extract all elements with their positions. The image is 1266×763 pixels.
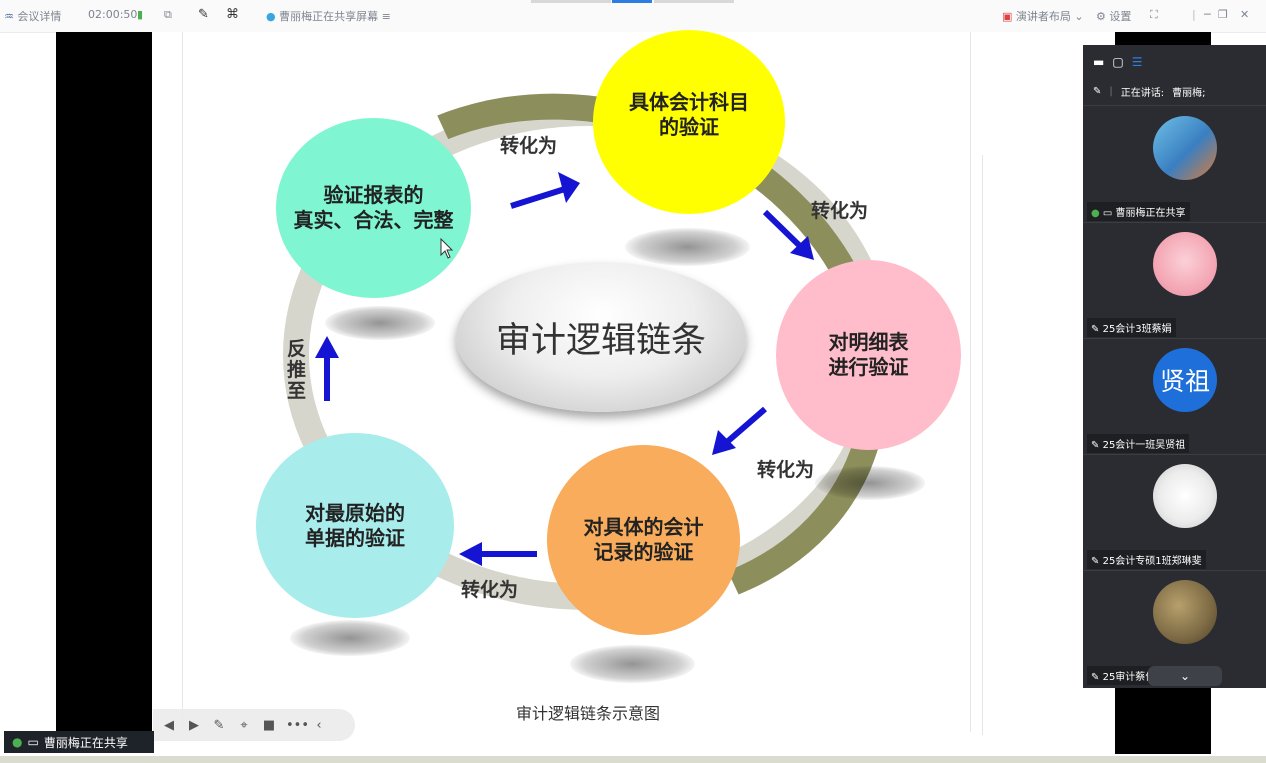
slide-right-edge-2	[982, 155, 983, 735]
participant-name: ✎ 25会计3班蔡娟	[1087, 318, 1176, 337]
app-logo-icon: ♒	[4, 10, 14, 23]
divider: |	[1192, 8, 1196, 21]
arrow-bottom-head	[459, 542, 482, 566]
fullscreen-icon[interactable]: ⛶	[1150, 8, 1158, 21]
arrow-top-line	[510, 185, 569, 209]
chevron-down-icon: ⌄	[1074, 10, 1084, 23]
next-icon[interactable]: ▶	[189, 717, 199, 733]
center-title: 审计逻辑链条	[495, 320, 706, 361]
more-icon[interactable]: •••	[286, 717, 310, 733]
expand-list-button[interactable]: ⌄	[1148, 666, 1222, 686]
panel-list-icon[interactable]: ☰	[1131, 54, 1143, 69]
participant-name: ✎ 25会计专硕1班郑琳斐	[1087, 550, 1206, 569]
meeting-details-button[interactable]: ♒ 会议详情	[4, 10, 62, 23]
settings-button[interactable]: ⚙ 设置	[1096, 10, 1132, 23]
annotation-off-icon[interactable]: ✎	[198, 7, 209, 22]
shadow-bottom-right	[570, 645, 695, 683]
label-left: 反推至	[287, 338, 307, 402]
speaking-indicator: ✎ | 正在讲话: 曹丽梅;	[1083, 78, 1266, 106]
shadow-right	[815, 466, 925, 500]
shadow-bottom-left	[290, 620, 410, 656]
arrow-right-bottom-head	[712, 430, 736, 455]
label-right-top: 转化为	[811, 200, 869, 222]
label-top: 转化为	[500, 135, 558, 157]
participant-tile[interactable]: 贤祖 ✎ 25会计一班吴贤祖	[1083, 339, 1266, 455]
circle-account-verification: 具体会计科目的验证	[593, 30, 785, 214]
avatar	[1153, 580, 1217, 644]
meeting-timer: 02:00:50	[88, 8, 138, 21]
shadow-top-right	[625, 228, 750, 266]
circle-record-verification: 对具体的会计记录的验证	[547, 445, 740, 635]
tab-hint-active	[612, 0, 652, 3]
participant-tile[interactable]: ✎ 25会计专硕1班郑琳斐	[1083, 455, 1266, 571]
minimize-icon[interactable]: ─	[1204, 8, 1211, 21]
restore-icon[interactable]: ❐	[1218, 8, 1228, 21]
share-globe-icon: ●	[266, 10, 276, 23]
slide-left-edge	[182, 32, 183, 732]
menu-icon: ≡	[381, 10, 391, 23]
mic-icon: ●	[12, 735, 23, 749]
close-icon[interactable]: ✕	[1240, 8, 1250, 21]
chevron-down-icon: ⌄	[1179, 669, 1191, 683]
participant-panel: ▬ ▢ ☰ ✎ | 正在讲话: 曹丽梅; ● ▭ 曹丽梅正在共享 ✎ 25会计3…	[1083, 45, 1266, 688]
panel-window-icon[interactable]: ▢	[1112, 54, 1124, 69]
layout-icon: ▣	[1002, 10, 1013, 23]
slide-right-edge	[970, 32, 971, 732]
arrow-right-bottom-line	[725, 406, 767, 445]
share-status-badge: ● ▭ 曹丽梅正在共享	[4, 731, 154, 753]
avatar	[1153, 232, 1217, 296]
avatar	[1153, 464, 1217, 528]
slide-caption: 审计逻辑链条示意图	[516, 704, 661, 723]
participant-name: ✎ 25会计一班吴贤祖	[1087, 434, 1190, 453]
tab-hint-left	[531, 0, 611, 3]
presenter-layout-button[interactable]: ▣ 演讲者布局 ⌄	[1002, 10, 1084, 23]
arrow-right-top-head	[790, 236, 814, 260]
mouse-cursor-icon	[440, 238, 454, 259]
meeting-toolbar: ♒ 会议详情 02:00:50 ▮ ⧉ ✎ ⌘ ● 曹丽梅正在共享屏幕 ≡ ▣ …	[0, 0, 1266, 33]
mic-muted-icon: ✎	[1093, 86, 1102, 97]
shadow-top-left	[325, 306, 435, 340]
screen-icon: ▭	[27, 735, 39, 749]
signal-icon[interactable]: ▮	[137, 8, 144, 21]
translate-icon[interactable]: ⌘	[226, 7, 239, 22]
circle-report-verification: 验证报表的真实、合法、完整	[276, 118, 471, 298]
label-right-bottom: 转化为	[757, 459, 815, 481]
avatar	[1153, 116, 1217, 180]
circle-detail-verification: 对明细表进行验证	[776, 260, 961, 450]
gear-icon: ⚙	[1096, 10, 1106, 23]
participant-tile[interactable]: ✎ 25会计3班蔡娟	[1083, 223, 1266, 339]
previous-icon[interactable]: ◀	[164, 717, 174, 733]
participant-name: ● ▭ 曹丽梅正在共享	[1087, 202, 1190, 221]
center-title-ellipse: 审计逻辑链条	[456, 262, 746, 412]
participant-tile[interactable]: ✎ 25审计蔡伟享	[1083, 571, 1266, 686]
left-black-bar	[56, 32, 152, 731]
external-link-icon[interactable]: ⧉	[164, 8, 172, 21]
focus-icon[interactable]: ⌖	[240, 717, 248, 733]
arrow-left-head	[315, 336, 339, 358]
camera-icon[interactable]: ■	[262, 717, 276, 733]
panel-header: ▬ ▢ ☰	[1083, 45, 1266, 78]
bottom-strip	[0, 756, 1266, 763]
participant-tile[interactable]: ● ▭ 曹丽梅正在共享	[1083, 107, 1266, 223]
slide-controls: ◀ ▶ ✎ ⌖ ■ ••• ‹	[153, 709, 355, 741]
arrow-right-top-line	[762, 209, 806, 252]
arrow-top-head	[558, 172, 580, 203]
panel-minimize-icon[interactable]: ▬	[1093, 54, 1105, 69]
screen-share-status[interactable]: ● 曹丽梅正在共享屏幕 ≡	[266, 10, 391, 23]
label-bottom: 转化为	[461, 579, 519, 601]
collapse-icon[interactable]: ‹	[316, 717, 322, 733]
circle-source-document-verification: 对最原始的单据的验证	[256, 433, 454, 618]
avatar: 贤祖	[1153, 348, 1217, 412]
pen-icon[interactable]: ✎	[213, 717, 225, 733]
tab-hint-right	[654, 0, 734, 3]
